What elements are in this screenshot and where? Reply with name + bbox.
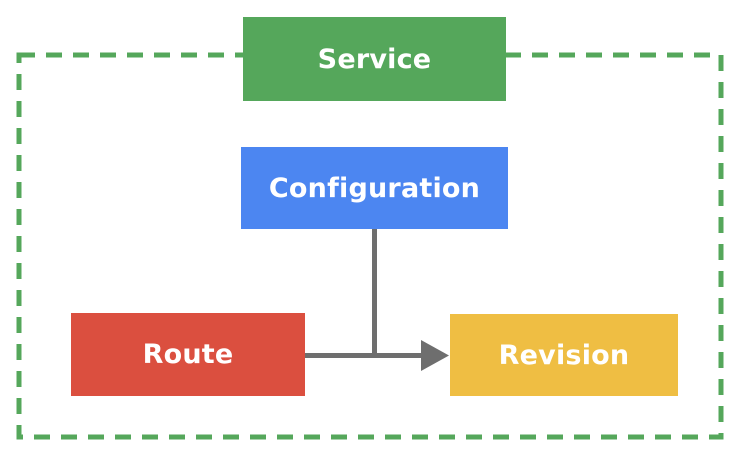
node-service-label: Service xyxy=(317,43,432,75)
arrowhead-icon xyxy=(421,340,449,371)
node-revision-label: Revision xyxy=(498,339,630,371)
node-service[interactable]: Service xyxy=(243,17,506,101)
node-configuration-label: Configuration xyxy=(268,172,481,204)
node-route-label: Route xyxy=(142,339,234,370)
node-route[interactable]: Route xyxy=(71,313,305,396)
node-configuration[interactable]: Configuration xyxy=(241,147,508,229)
node-revision[interactable]: Revision xyxy=(450,314,678,396)
